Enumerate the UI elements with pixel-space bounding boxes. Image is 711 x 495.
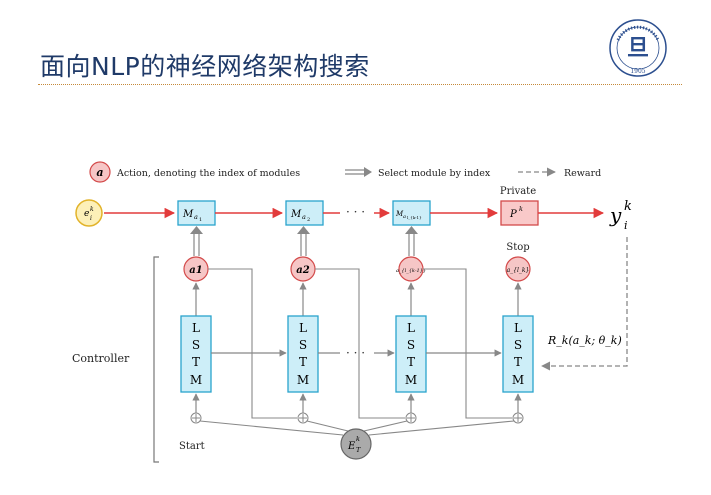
lstm-cell [287, 315, 319, 393]
module-pipeline: e k i M a 1 M a 2 · · · M a l_{k-1} Priv… [75, 186, 632, 232]
action-label: a_{l_k} [507, 267, 530, 274]
legend-action-text: Action, denoting the index of modules [116, 168, 300, 179]
lstm-letter: S [514, 338, 522, 352]
input-embedding-node [75, 199, 103, 227]
legend-select-text: Select module by index [378, 168, 491, 179]
encoder-sub: T [356, 446, 361, 454]
input-combiners [190, 393, 524, 424]
controller-label: Controller [72, 352, 130, 365]
action-label: a_{l_{k-1}} [396, 268, 426, 274]
lstm-cell [180, 315, 212, 393]
lstm-letter: M [190, 373, 202, 387]
input-embedding-label: e [84, 209, 89, 219]
legend-action-symbol: a [96, 166, 103, 179]
encoder-node: E T k [199, 420, 515, 460]
lstm-letter: M [512, 373, 524, 387]
reward-formula: R_k(a_k; θ_k) [547, 334, 622, 347]
module-box [392, 200, 431, 226]
action-label: a1 [189, 265, 202, 276]
lstm-letter: L [192, 321, 200, 335]
module-label: M [182, 209, 194, 220]
fudan-university-logo: 旦 1905 [609, 19, 667, 77]
output-sup: k [624, 199, 632, 214]
module-subsub: 2 [307, 217, 310, 223]
input-embedding-sup: k [90, 206, 94, 213]
svg-text:旦: 旦 [627, 35, 649, 61]
action-node [505, 256, 531, 282]
lstm-letter: T [514, 355, 522, 369]
module-sub: a [302, 213, 306, 221]
controller-bracket [153, 256, 159, 463]
lstm-cells: L S T M L S T M L S T M L S T M [180, 315, 534, 393]
output-label: y [609, 203, 622, 227]
legend-action-icon [89, 161, 111, 183]
private-label: Private [500, 186, 536, 197]
output-sub: i [624, 219, 628, 232]
lstm-letter: L [407, 321, 415, 335]
lstm-letter: M [405, 373, 417, 387]
select-arrows [190, 226, 418, 256]
lstm-cell [502, 315, 534, 393]
action-nodes: a1 a2 a_{l_{k-1}} a_{l_k} [183, 256, 531, 282]
module-label: M [290, 209, 302, 220]
module-sub: a [194, 213, 198, 221]
module-box [285, 200, 324, 226]
encoder-label: E [347, 441, 356, 452]
private-module-box [500, 200, 539, 226]
action-feedback-lines [208, 268, 512, 419]
lstm-letter: L [514, 321, 522, 335]
module-subsub: l_{k-1} [407, 215, 422, 220]
lstm-letter: M [297, 373, 309, 387]
lstm-letter: S [299, 338, 307, 352]
title-divider [38, 84, 682, 85]
legend-reward-text: Reward [564, 168, 601, 179]
input-embedding-sub: i [90, 215, 92, 222]
module-subsub: 1 [199, 217, 202, 223]
lstm-letter: S [407, 338, 415, 352]
reward-path: R_k(a_k; θ_k) [541, 237, 628, 371]
private-sup: k [519, 205, 523, 213]
logo-year: 1905 [630, 68, 645, 75]
encoder-sup: k [356, 435, 360, 443]
slide-title: 面向NLP的神经网络架构搜索 [40, 52, 370, 81]
lstm-ellipsis: · · · [346, 346, 365, 360]
lstm-to-action-arrows [192, 282, 522, 316]
legend-select-arrow-icon [345, 167, 372, 177]
lstm-letter: T [407, 355, 415, 369]
stop-label: Stop [506, 242, 529, 253]
lstm-letter: S [192, 338, 200, 352]
module-label: M [395, 210, 404, 218]
start-label: Start [179, 441, 205, 452]
action-label: a2 [296, 265, 309, 276]
pipeline-ellipsis: · · · [346, 205, 365, 219]
legend: a Action, denoting the index of modules … [89, 161, 601, 183]
private-symbol: P [509, 209, 517, 220]
lstm-letter: T [192, 355, 200, 369]
lstm-letter: T [299, 355, 307, 369]
lstm-letter: L [299, 321, 307, 335]
lstm-cell [395, 315, 427, 393]
module-sub: a [403, 214, 406, 220]
